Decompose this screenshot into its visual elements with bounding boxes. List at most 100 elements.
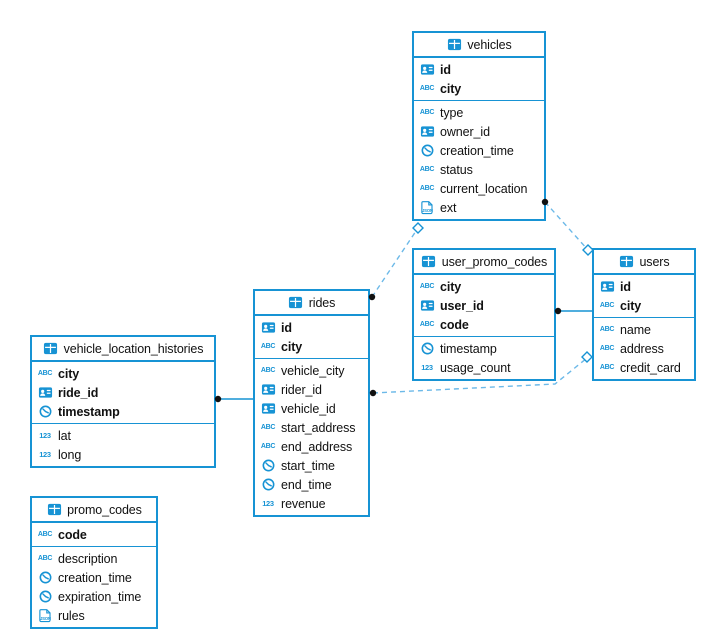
table-icon	[288, 295, 304, 311]
column-row-vehicle_id[interactable]: vehicle_id	[255, 399, 368, 418]
clock-type-icon	[37, 570, 53, 586]
column-row-user_id[interactable]: user_id	[414, 296, 554, 315]
table-header[interactable]: promo_codes	[32, 498, 156, 523]
abc-type-icon: ABC	[260, 343, 276, 350]
one-end-diamond	[581, 351, 593, 363]
column-row-id[interactable]: id	[255, 318, 368, 337]
column-name: id	[281, 320, 292, 335]
column-row-timestamp[interactable]: timestamp	[414, 339, 554, 358]
column-name: end_address	[281, 439, 353, 454]
table-header[interactable]: vehicle_location_histories	[32, 337, 214, 362]
column-name: city	[620, 298, 642, 313]
table-name: rides	[308, 295, 336, 310]
column-row-lat[interactable]: 123 lat	[32, 426, 214, 445]
json-type-icon: JSON	[419, 200, 435, 216]
table-name: user_promo_codes	[441, 254, 548, 269]
column-name: lat	[58, 428, 71, 443]
id-badge-type-icon	[419, 298, 435, 314]
column-name: id	[440, 62, 451, 77]
svg-text:JSON: JSON	[40, 616, 51, 621]
table-header[interactable]: users	[594, 250, 694, 275]
clock-type-icon	[37, 589, 53, 605]
id-badge-type-icon	[260, 401, 276, 417]
abc-type-icon: ABC	[599, 302, 615, 309]
column-row-rules[interactable]: JSON rules	[32, 606, 156, 625]
column-row-creation_time[interactable]: creation_time	[414, 141, 544, 160]
column-name: end_time	[281, 477, 332, 492]
column-name: revenue	[281, 496, 326, 511]
number-type-icon: 123	[421, 363, 433, 372]
table-header[interactable]: rides	[255, 291, 368, 316]
column-row-ride_id[interactable]: ride_id	[32, 383, 214, 402]
column-row-expiration_time[interactable]: expiration_time	[32, 587, 156, 606]
table-header[interactable]: vehicles	[414, 33, 544, 58]
table-icon	[421, 254, 437, 270]
column-name: ride_id	[58, 385, 99, 400]
column-row-id[interactable]: id	[414, 60, 544, 79]
abc-type-icon: ABC	[419, 166, 435, 173]
column-row-end_time[interactable]: end_time	[255, 475, 368, 494]
id-badge-type-icon	[419, 124, 435, 140]
column-row-start_time[interactable]: start_time	[255, 456, 368, 475]
column-row-revenue[interactable]: 123 revenue	[255, 494, 368, 513]
number-type-icon: 123	[39, 431, 51, 440]
clock-type-icon	[37, 404, 53, 420]
abc-type-icon: ABC	[37, 531, 53, 538]
one-end-diamond	[412, 222, 424, 234]
column-name: rules	[58, 608, 85, 623]
column-name: city	[58, 366, 80, 381]
column-row-city[interactable]: ABC city	[594, 296, 694, 315]
column-row-id[interactable]: id	[594, 277, 694, 296]
table-header[interactable]: user_promo_codes	[414, 250, 554, 275]
svg-text:JSON: JSON	[422, 208, 433, 213]
number-type-icon: 123	[262, 499, 274, 508]
id-badge-type-icon	[260, 320, 276, 336]
abc-type-icon: ABC	[419, 185, 435, 192]
column-name: description	[58, 551, 118, 566]
column-row-owner_id[interactable]: owner_id	[414, 122, 544, 141]
abc-type-icon: ABC	[260, 367, 276, 374]
column-row-creation_time[interactable]: creation_time	[32, 568, 156, 587]
column-name: rider_id	[281, 382, 322, 397]
clock-type-icon	[260, 458, 276, 474]
many-end-dot	[369, 389, 377, 397]
column-row-rider_id[interactable]: rider_id	[255, 380, 368, 399]
table-name: vehicles	[467, 37, 512, 52]
id-badge-type-icon	[260, 382, 276, 398]
column-row-timestamp[interactable]: timestamp	[32, 402, 214, 421]
table-name: vehicle_location_histories	[63, 341, 204, 356]
